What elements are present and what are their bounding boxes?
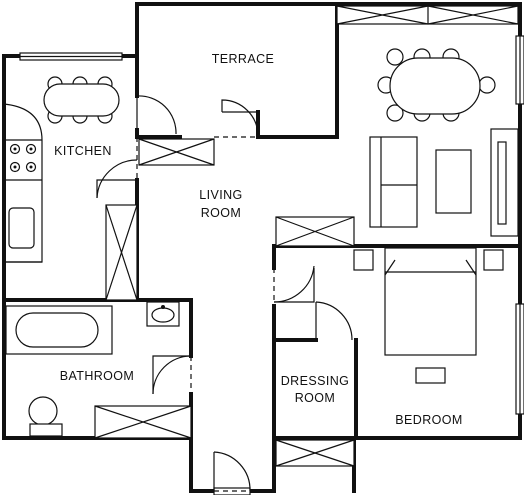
- dressing-room-label-line2: ROOM: [295, 391, 336, 405]
- living-room-label-line1: LIVING: [199, 188, 242, 202]
- doors[interactable]: [96, 95, 353, 492]
- bedroom-label: BEDROOM: [395, 413, 462, 427]
- kitchen-furniture: [3, 76, 120, 263]
- room-labels: TERRACE KITCHEN LIVING ROOM BATHROOM DRE…: [54, 52, 462, 427]
- kitchen-label: KITCHEN: [54, 144, 112, 158]
- terrace-label: TERRACE: [212, 52, 275, 66]
- bathroom-label: BATHROOM: [60, 369, 135, 383]
- interior-walls: [2, 178, 522, 440]
- bedroom-furniture: [353, 247, 504, 384]
- bathroom-furniture: [5, 301, 180, 437]
- living-room-label-line2: ROOM: [201, 206, 242, 220]
- living-furniture: [369, 48, 519, 237]
- thresholds: [136, 136, 275, 492]
- dressing-room-label-line1: DRESSING: [281, 374, 350, 388]
- closets: [94, 5, 519, 467]
